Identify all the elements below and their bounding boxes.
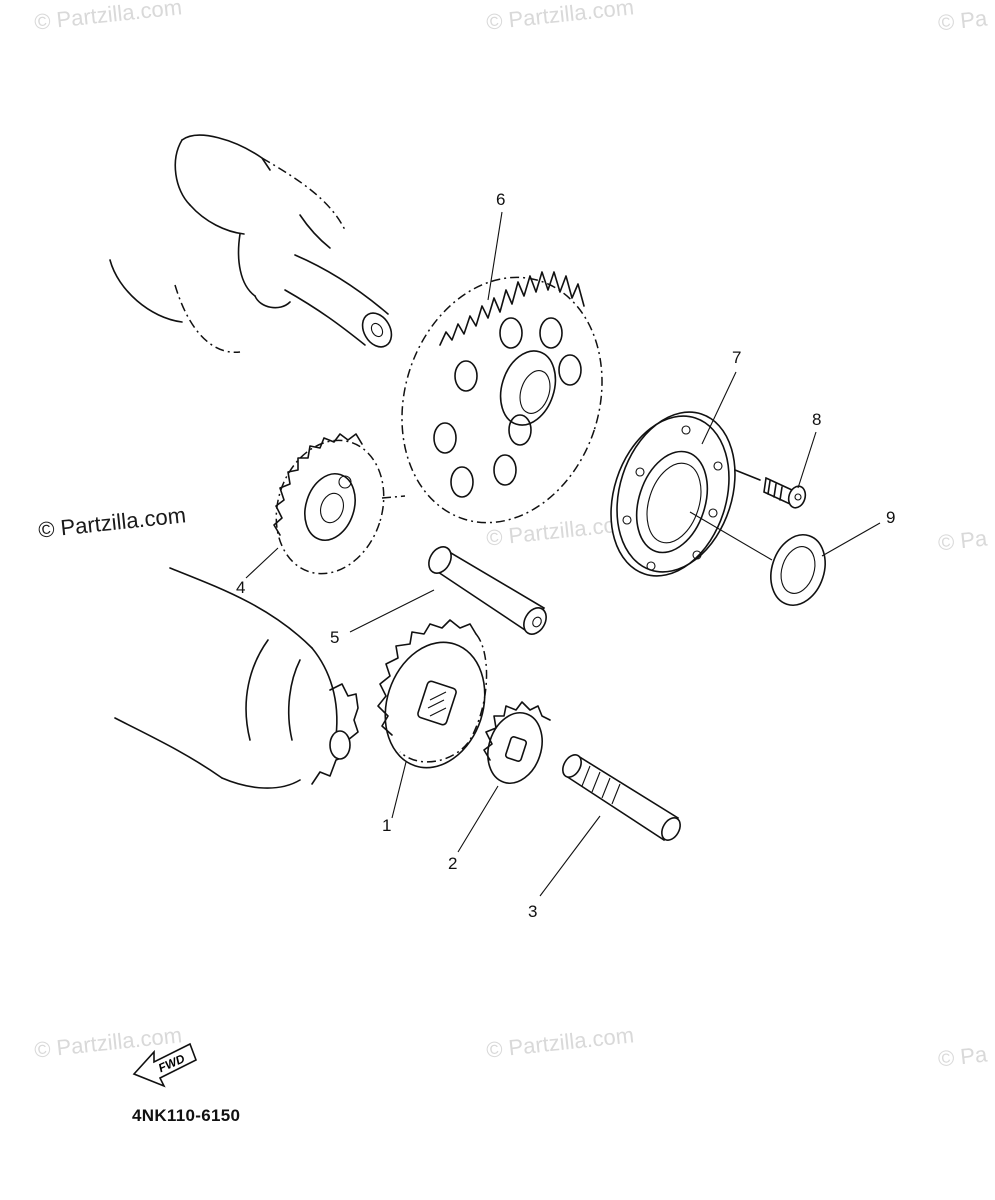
part-3-splined-shaft: [562, 754, 681, 842]
leader-lines: [245, 211, 881, 897]
callout-5: 5: [330, 628, 340, 647]
part-6-starter-wheel-gear: [401, 271, 603, 524]
callout-7: 7: [732, 348, 742, 367]
callout-6: 6: [496, 190, 506, 209]
crankshaft-reference: [109, 134, 393, 353]
part-2-small-gear: [483, 701, 551, 784]
part-4-idler-gear: [273, 433, 406, 575]
callout-1: 1: [382, 816, 392, 835]
fwd-arrow-icon: FWD: [132, 1042, 198, 1088]
callout-8: 8: [812, 410, 822, 429]
callout-3: 3: [528, 902, 538, 921]
diagram-code: 4NK110-6150: [132, 1106, 241, 1125]
part-8-bolt: [734, 469, 807, 509]
part-9-washer: [689, 511, 826, 606]
part-1-gear: [377, 619, 488, 769]
starter-motor-reference: [114, 567, 359, 789]
part-7-starter-clutch: [610, 411, 736, 577]
callout-4: 4: [236, 578, 246, 597]
part-5-shaft: [428, 546, 547, 635]
callout-2: 2: [448, 854, 458, 873]
callout-9: 9: [886, 508, 896, 527]
